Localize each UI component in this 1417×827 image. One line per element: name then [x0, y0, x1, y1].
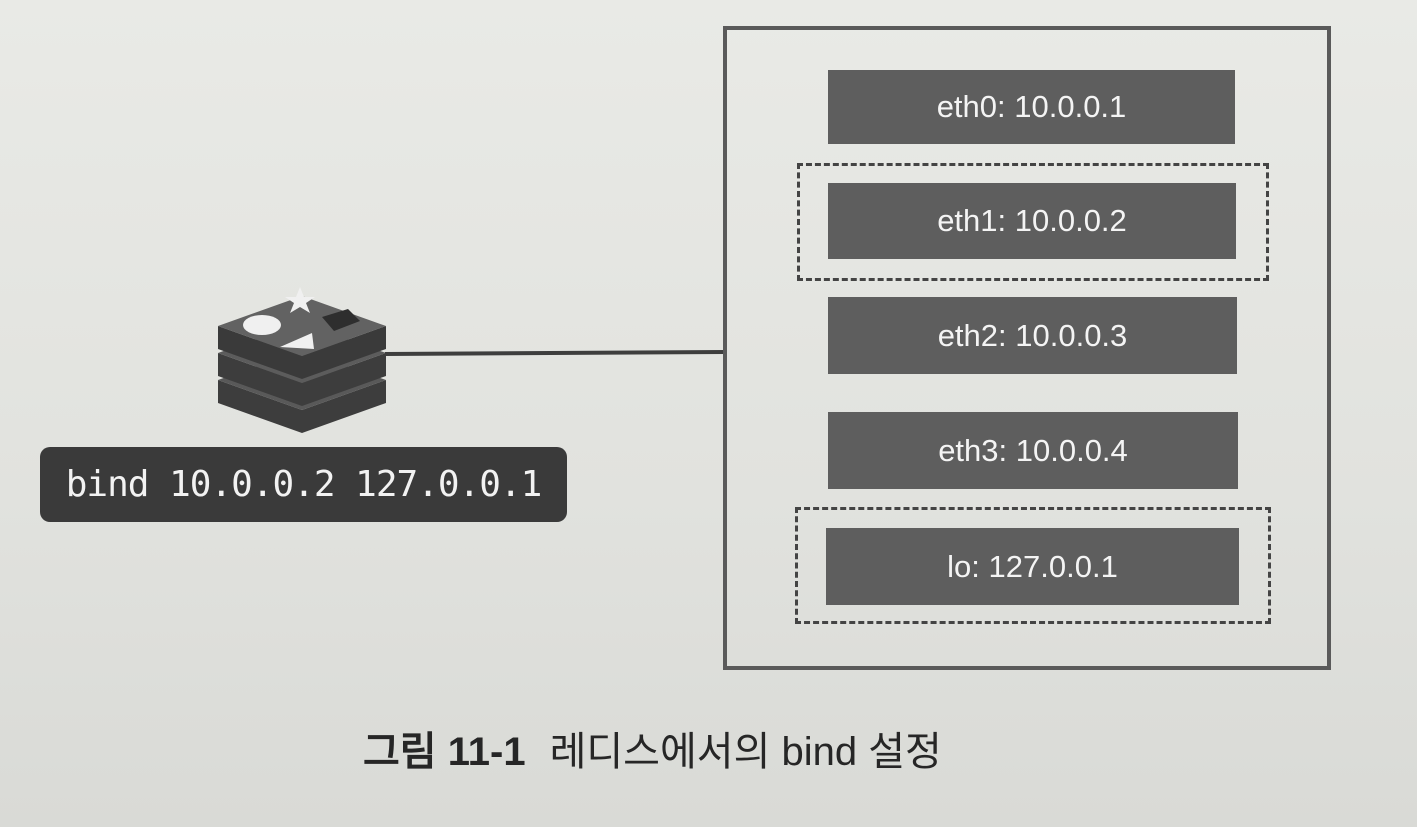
bound-interface-highlight: [795, 507, 1271, 624]
interface-eth0: eth0: 10.0.0.1: [828, 70, 1235, 144]
bind-command-label: bind 10.0.0.2 127.0.0.1: [40, 447, 567, 522]
bound-interface-highlight: [797, 163, 1269, 281]
host-network-box: [723, 26, 1331, 670]
figure-title: 레디스에서의 bind 설정: [549, 730, 942, 774]
interface-eth3: eth3: 10.0.0.4: [828, 412, 1238, 489]
interface-eth2: eth2: 10.0.0.3: [828, 297, 1237, 374]
interface-eth1: eth1: 10.0.0.2: [828, 183, 1236, 259]
connection-line: [385, 350, 725, 356]
interface-lo: lo: 127.0.0.1: [826, 528, 1239, 605]
figure-caption: 그림 11-1 레디스에서의 bind 설정: [363, 722, 942, 782]
redis-logo-icon: [218, 287, 386, 433]
figure-number: 그림 11-1: [363, 730, 526, 774]
